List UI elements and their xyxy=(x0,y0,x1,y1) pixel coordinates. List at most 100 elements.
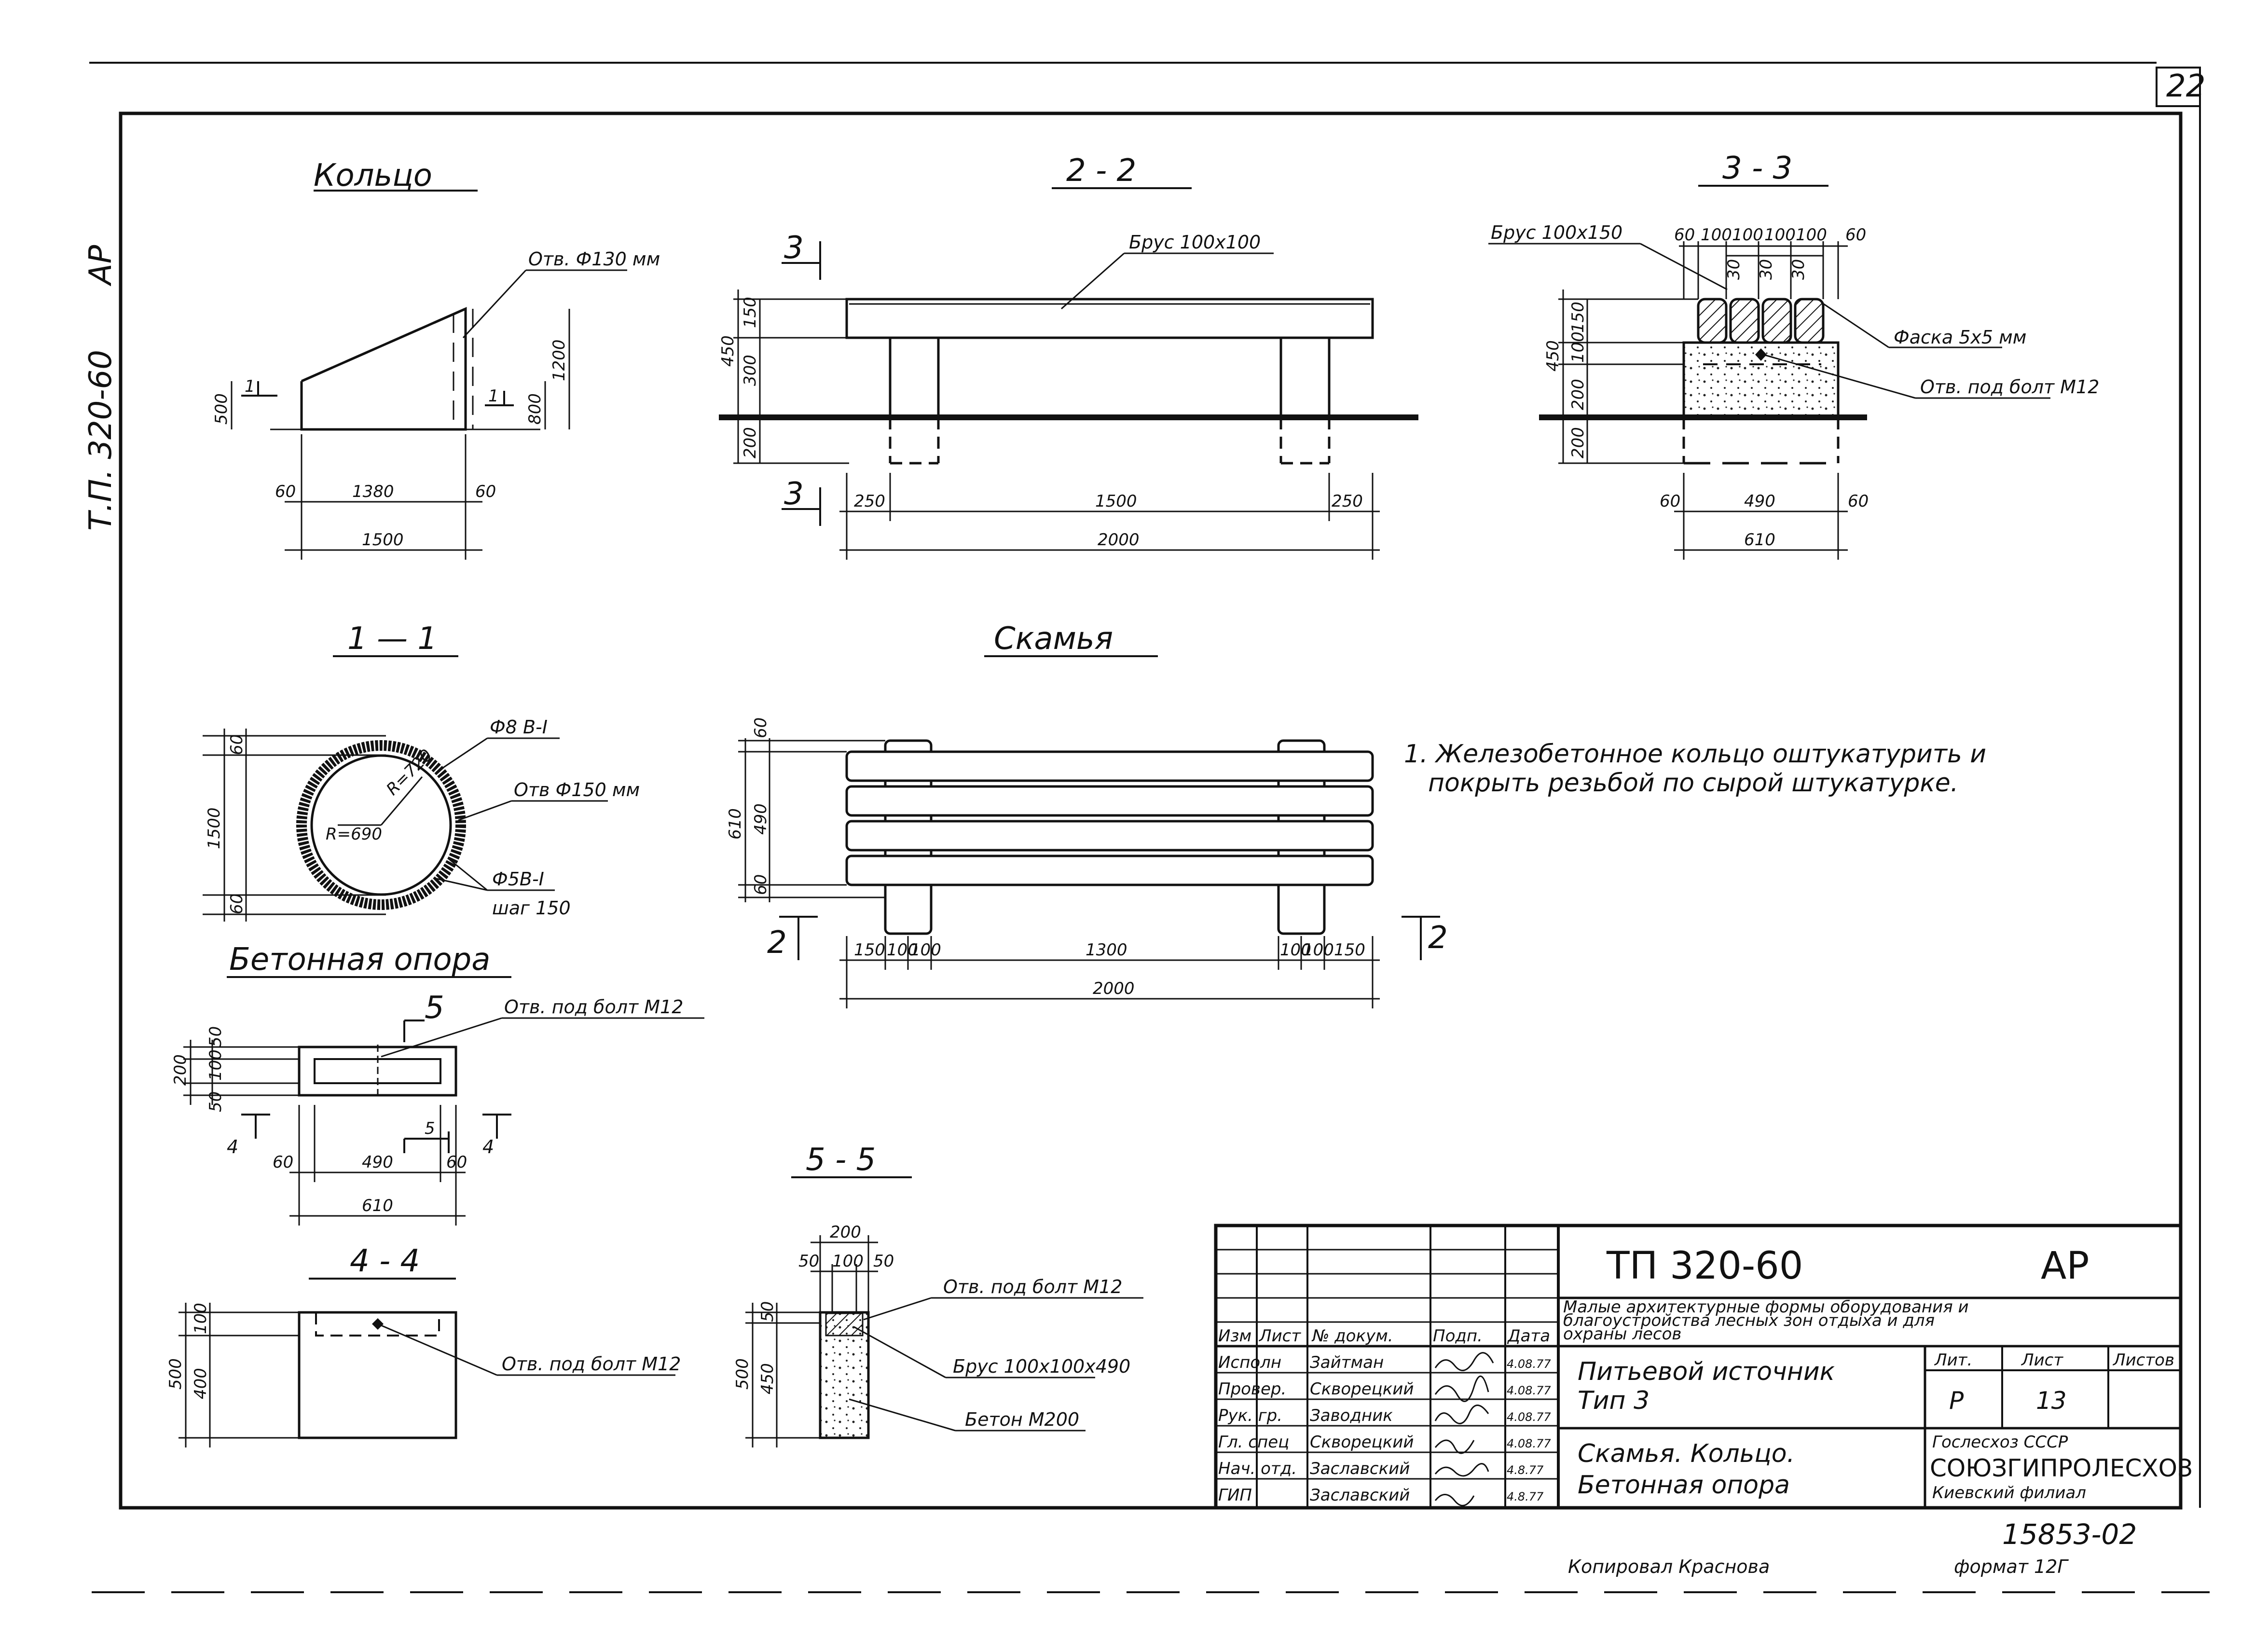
svg-text:490: 490 xyxy=(1744,492,1775,511)
sec33-hole-callout: Отв. под болт М12 xyxy=(1920,376,2099,398)
svg-text:Гл. спец: Гл. спец xyxy=(1218,1433,1289,1452)
project-line-2: благоустройства лесных зон отдыха и для xyxy=(1563,1311,1935,1330)
org-line-2: СОЮЗГИПРОЛЕСХОЗ xyxy=(1930,1454,2193,1482)
svg-text:150: 150 xyxy=(1568,302,1588,333)
svg-text:Лист: Лист xyxy=(1258,1326,1301,1346)
svg-text:1500: 1500 xyxy=(362,530,404,550)
view-sec44-title: 4 - 4 xyxy=(350,1243,420,1279)
svg-text:100: 100 xyxy=(1732,225,1763,245)
svg-text:60: 60 xyxy=(446,1153,467,1172)
view-concrete-support: Бетонная опора 5 5 4 4 Отв. под болт М12… xyxy=(171,942,704,1226)
sheet-title-2: Тип 3 xyxy=(1578,1386,1649,1415)
svg-text:30: 30 xyxy=(1757,259,1776,280)
svg-text:Скворецкий: Скворецкий xyxy=(1310,1379,1414,1399)
sheet-number: 13 xyxy=(2036,1387,2067,1415)
svg-text:R=690: R=690 xyxy=(326,825,382,844)
svg-text:150: 150 xyxy=(1334,940,1365,960)
archive-number: 15853-02 xyxy=(2002,1518,2137,1551)
svg-text:50: 50 xyxy=(206,1026,225,1047)
signatures xyxy=(1434,1352,1494,1506)
view-ring: Кольцо 1 1 Отв. Ф130 мм 50 xyxy=(212,158,660,560)
svg-text:200: 200 xyxy=(1568,427,1588,458)
svg-text:450: 450 xyxy=(758,1363,777,1394)
svg-text:50: 50 xyxy=(758,1301,777,1322)
svg-text:100: 100 xyxy=(191,1303,210,1334)
svg-text:Изм: Изм xyxy=(1218,1326,1251,1346)
svg-text:Заводник: Заводник xyxy=(1310,1406,1393,1425)
svg-text:ГИП: ГИП xyxy=(1218,1486,1252,1505)
svg-text:500: 500 xyxy=(733,1358,752,1390)
sec33-chamfer-callout: Фаска 5х5 мм xyxy=(1894,327,2026,348)
svg-text:250: 250 xyxy=(854,492,885,511)
svg-text:5: 5 xyxy=(425,1119,435,1138)
svg-text:Заславский: Заславский xyxy=(1310,1459,1410,1478)
sec11-hole-callout: Отв Ф150 мм xyxy=(514,779,640,800)
svg-text:АР: АР xyxy=(83,245,119,287)
svg-text:60: 60 xyxy=(275,482,296,501)
svg-text:1380: 1380 xyxy=(352,482,394,501)
svg-text:1200: 1200 xyxy=(550,339,569,381)
org-line-3: Киевский филиал xyxy=(1932,1483,2086,1502)
lit-value: Р xyxy=(1949,1387,1964,1415)
svg-text:800: 800 xyxy=(525,393,545,425)
svg-text:1: 1 xyxy=(488,386,499,406)
view-section-1-1: 1 — 1 R=720 R=690 Ф8 В-I Отв Ф150 мм Ф5В… xyxy=(203,621,640,922)
svg-text:300: 300 xyxy=(741,355,760,386)
svg-text:1300: 1300 xyxy=(1086,940,1127,960)
svg-text:50: 50 xyxy=(206,1091,225,1112)
svg-text:100: 100 xyxy=(1568,331,1588,363)
page-number: 22 xyxy=(2166,69,2205,104)
svg-text:60: 60 xyxy=(1848,492,1869,511)
svg-text:200: 200 xyxy=(830,1223,861,1242)
svg-text:Подп.: Подп. xyxy=(1433,1326,1483,1346)
signature-rows: Исполн Зайтман 4.08.77 Провер. Скворецки… xyxy=(1218,1353,1551,1505)
sec33-beam-callout: Брус 100х150 xyxy=(1491,222,1622,243)
svg-text:500: 500 xyxy=(166,1358,185,1390)
view-sec33-title: 3 - 3 xyxy=(1722,151,1792,186)
drawing-title-1: Скамья. Кольцо. xyxy=(1578,1439,1795,1468)
svg-text:60: 60 xyxy=(227,734,247,755)
svg-text:100: 100 xyxy=(1796,225,1827,245)
general-note: 1. Железобетонное кольцо оштукатурить и … xyxy=(1404,740,1986,798)
svg-text:450: 450 xyxy=(718,335,738,367)
svg-text:150: 150 xyxy=(741,297,760,328)
svg-text:Зайтман: Зайтман xyxy=(1310,1353,1384,1372)
svg-text:610: 610 xyxy=(1744,530,1775,550)
sheet-frame xyxy=(89,62,2210,1593)
svg-text:4: 4 xyxy=(482,1136,494,1157)
view-sec22-title: 2 - 2 xyxy=(1066,153,1136,189)
sheet-title-1: Питьевой источник xyxy=(1578,1357,1835,1386)
view-sec11-title: 1 — 1 xyxy=(347,621,437,657)
svg-text:30: 30 xyxy=(1789,259,1808,280)
svg-text:250: 250 xyxy=(1332,492,1363,511)
view-ring-title: Кольцо xyxy=(314,158,432,193)
copied-by: Копировал Краснова xyxy=(1568,1556,1770,1577)
note-line-1: 1. Железобетонное кольцо оштукатурить и xyxy=(1404,740,1986,769)
svg-text:Нач. отд.: Нач. отд. xyxy=(1218,1459,1297,1478)
sec11-rebar-callout: Ф8 В-I xyxy=(490,717,548,738)
svg-text:100: 100 xyxy=(1701,225,1732,245)
view-section-4-4: 4 - 4 Отв. под болт М12 500 100 400 xyxy=(166,1243,681,1447)
svg-text:1500: 1500 xyxy=(1095,492,1137,511)
svg-text:60: 60 xyxy=(475,482,496,501)
svg-text:2: 2 xyxy=(1428,920,1448,956)
sec11-spiral-callout: Ф5В-I xyxy=(492,868,544,890)
svg-text:2: 2 xyxy=(767,925,787,961)
svg-text:490: 490 xyxy=(751,803,770,835)
project-line-1: Малые архитектурные формы оборудования и xyxy=(1563,1297,1969,1317)
svg-text:Провер.: Провер. xyxy=(1218,1379,1286,1399)
svg-text:Дата: Дата xyxy=(1507,1326,1550,1346)
view-section-5-5: 5 - 5 Отв. под болт М12 Брус 100х100х490… xyxy=(733,1142,1143,1447)
svg-text:4.08.77: 4.08.77 xyxy=(1507,1410,1551,1424)
view-section-3-3: 3 - 3 60 100 100 100 100 xyxy=(1488,151,2099,560)
svg-text:200: 200 xyxy=(1568,379,1588,410)
svg-text:50: 50 xyxy=(873,1252,894,1271)
svg-text:1: 1 xyxy=(245,377,255,396)
svg-text:60: 60 xyxy=(1660,492,1680,511)
svg-text:100: 100 xyxy=(910,940,941,960)
svg-text:490: 490 xyxy=(362,1153,393,1172)
sec44-hole-callout: Отв. под болт М12 xyxy=(502,1353,681,1375)
sec55-concrete-callout: Бетон М200 xyxy=(965,1409,1079,1430)
